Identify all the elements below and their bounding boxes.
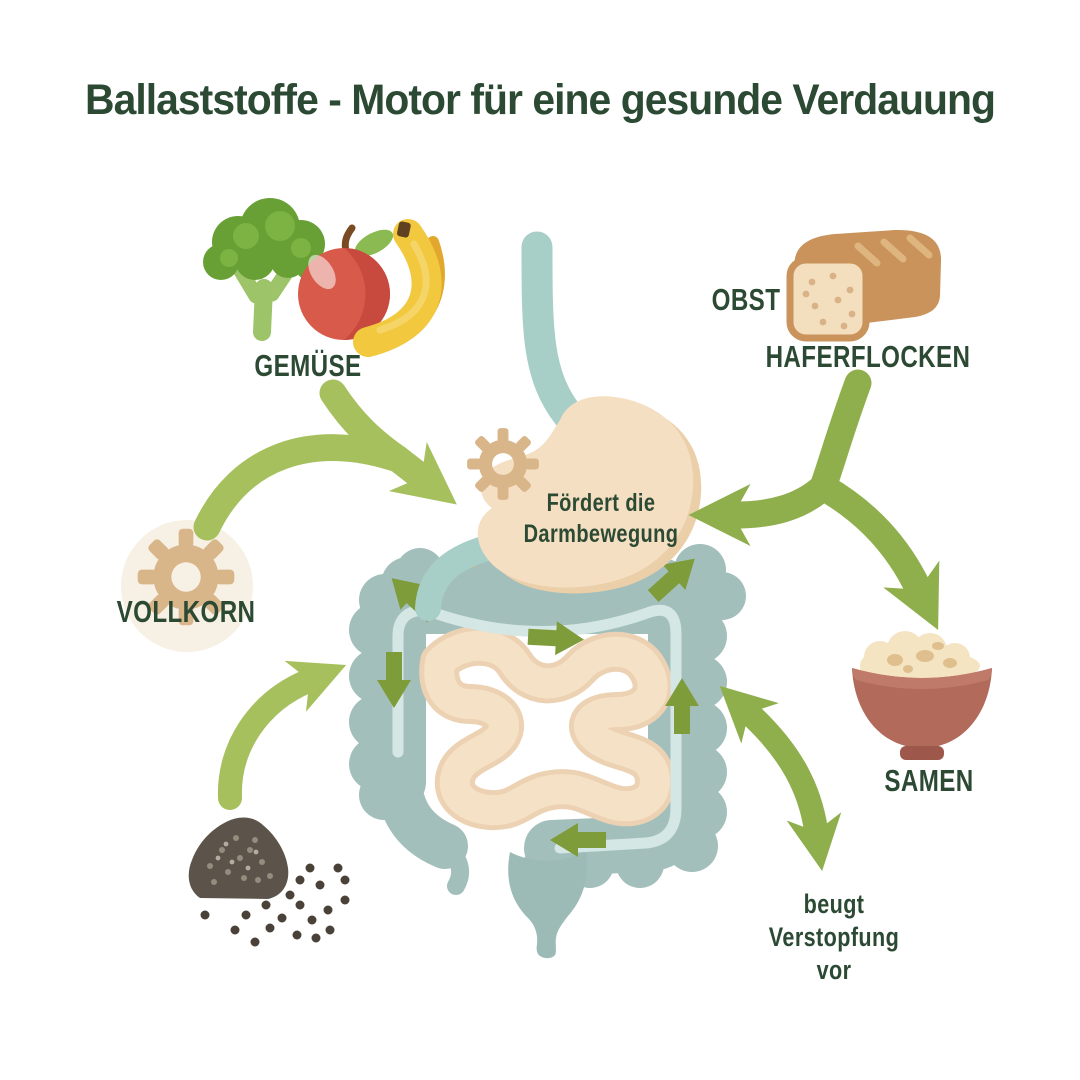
arrow-vollkorn-to-stomach bbox=[193, 434, 457, 541]
seed-bowl-icon bbox=[852, 631, 992, 760]
label-obst: OBST bbox=[711, 282, 781, 317]
label-haferflocken: HAFERFLOCKEN bbox=[765, 339, 971, 374]
bread-icon bbox=[786, 229, 942, 342]
appendix-tail bbox=[437, 839, 470, 895]
small-intestine-illustration bbox=[419, 625, 675, 831]
label-gemuese: GEMÜSE bbox=[254, 348, 362, 383]
constipation-annotation-line2: Verstopfung bbox=[768, 921, 900, 952]
rectum-illustration bbox=[508, 850, 587, 959]
banana-icon bbox=[353, 219, 445, 357]
label-vollkorn: VOLLKORN bbox=[116, 594, 256, 629]
arrow-colon-to-note bbox=[719, 685, 842, 871]
stomach-illustration bbox=[477, 396, 702, 594]
page-title: Ballaststoffe - Motor für eine gesunde V… bbox=[85, 76, 996, 124]
connector-arrows bbox=[193, 369, 940, 871]
arrow-seeds-to-colon bbox=[217, 660, 347, 810]
arrow-branch-to-samen bbox=[809, 473, 940, 630]
constipation-annotation-line3: vor bbox=[816, 954, 852, 985]
stomach-annotation-line2: Darmbewegung bbox=[523, 519, 679, 548]
stomach-annotation-line1: Fördert die bbox=[546, 489, 656, 517]
apple-icon bbox=[298, 224, 394, 340]
constipation-annotation-line1: beugt bbox=[803, 889, 865, 919]
stomach-annotation: Fördert die Darmbewegung bbox=[524, 488, 679, 549]
seeds-pile-icon bbox=[188, 817, 350, 947]
label-samen: SAMEN bbox=[884, 763, 974, 798]
vollkorn-badge bbox=[121, 520, 253, 652]
constipation-annotation: beugt Verstopfung vor bbox=[769, 888, 899, 987]
esophagus-illustration bbox=[521, 231, 584, 431]
